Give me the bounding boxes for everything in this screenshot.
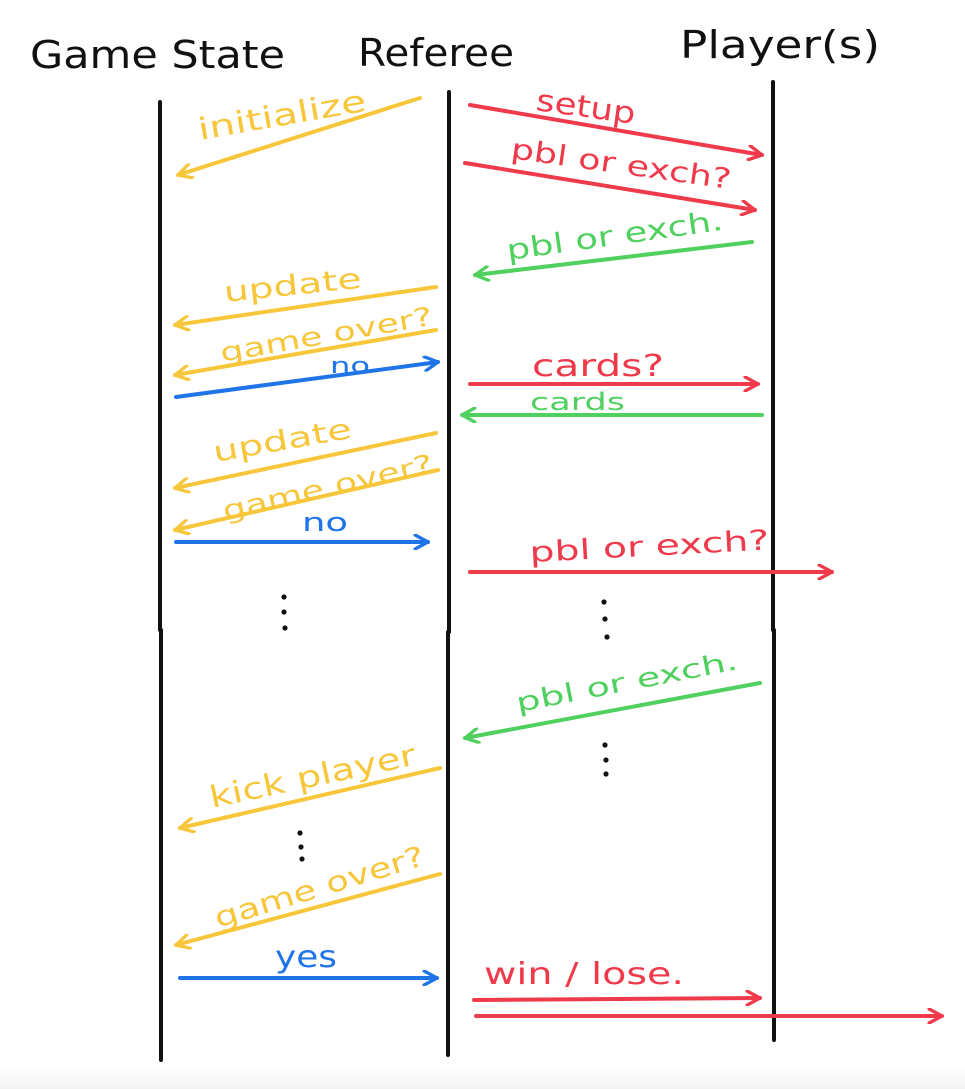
message-initialize: initialize (176, 84, 422, 175)
label-cards-response: cards (530, 388, 625, 416)
lifeline-players (771, 80, 776, 1042)
lifeline-referee (446, 90, 451, 1057)
message-win-lose: win / lose. (472, 957, 944, 1016)
label-pbl-or-exch-request-1: pbl or exch? (509, 132, 733, 196)
message-game-over-request-3: game over? (174, 839, 442, 945)
bottom-edge (0, 1067, 965, 1089)
label-update-2: update (210, 412, 354, 469)
message-pbl-or-exch-response-1: pbl or exch. (473, 204, 754, 275)
header-players: Player(s) (680, 23, 880, 67)
label-no-2: no (302, 508, 348, 538)
message-pbl-or-exch-request-2: pbl or exch? (468, 523, 834, 572)
ellipsis-players-1 (601, 599, 610, 640)
message-no-1: no (174, 354, 440, 399)
message-pbl-or-exch-response-2: pbl or exch. (463, 646, 762, 738)
label-no-1: no (330, 354, 370, 379)
label-setup: setup (534, 83, 638, 132)
ellipsis-game-state-2 (297, 830, 305, 862)
ellipsis-game-state-1 (281, 594, 288, 631)
header-game-state: Game State (30, 33, 285, 77)
label-yes: yes (275, 940, 337, 975)
label-pbl-or-exch-request-2: pbl or exch? (529, 523, 770, 569)
message-pbl-or-exch-request-1: pbl or exch? (463, 132, 757, 210)
lifeline-game-state (158, 100, 163, 1062)
ellipsis-players-2 (602, 742, 609, 777)
message-kick-player: kick player (178, 738, 442, 828)
label-win-lose: win / lose. (484, 957, 684, 992)
label-kick-player: kick player (206, 738, 420, 816)
label-cards-request: cards? (532, 349, 664, 384)
message-game-over-request-1: game over? (173, 302, 438, 375)
label-initialize: initialize (195, 84, 368, 148)
message-cards-request: cards? (468, 349, 760, 384)
message-yes: yes (178, 940, 439, 978)
message-no-2: no (174, 508, 430, 542)
header-referee: Referee (358, 31, 514, 75)
message-update-1: update (173, 262, 438, 325)
message-cards-response: cards (460, 388, 764, 416)
